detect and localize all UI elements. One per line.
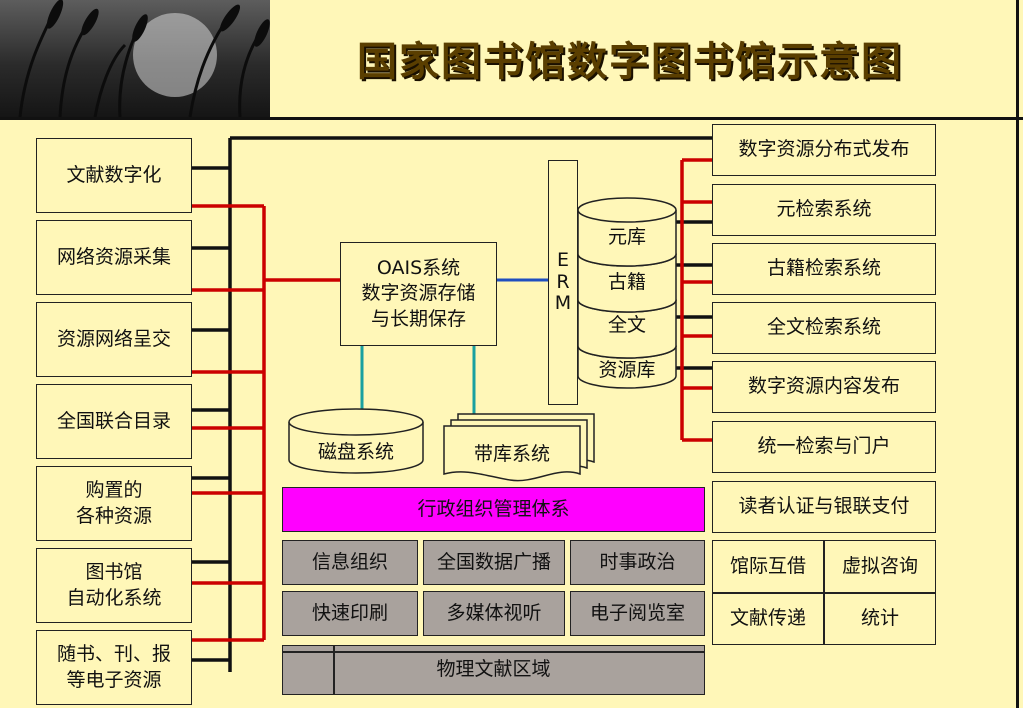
wheat-photo [0,0,270,117]
service-e-reading-room: 电子阅览室 [570,591,705,636]
source-box-digitization: 文献数字化 [36,138,192,213]
physical-area-box: 物理文献区域 [282,645,705,695]
service-multimedia: 多媒体视听 [423,591,565,636]
tape-system-label: 带库系统 [473,443,550,465]
service-reader-auth-payment: 读者认证与银联支付 [712,481,936,533]
service-info-organization: 信息组织 [282,540,418,585]
admin-management-bar: 行政组织管理体系 [282,487,705,532]
source-box-web-harvest: 网络资源采集 [36,220,192,295]
database-cylinder [577,197,677,389]
source-box-electronic-resources: 随书、刊、报 等电子资源 [36,630,192,705]
oais-system-box: OAIS系统 数字资源存储 与长期保存 [340,242,497,346]
physical-area-divider [333,645,335,695]
physical-area-top-rule [282,651,705,653]
source-box-union-catalog: 全国联合目录 [36,384,192,459]
disk-cylinder-shape [288,408,424,474]
disk-system-label: 磁盘系统 [317,441,394,463]
service-statistics: 统计 [824,593,936,645]
service-distributed-publish: 数字资源分布式发布 [712,124,936,176]
page-title: 国家图书馆数字图书馆示意图 [357,39,903,85]
header-divider [0,117,1023,120]
service-current-affairs: 时事政治 [570,540,705,585]
service-interlibrary-loan: 馆际互借 [712,540,824,593]
db-layer-ancient: 古籍 [607,271,646,293]
db-layer-resources: 资源库 [598,359,656,381]
erm-bar: E R M [548,160,578,405]
service-data-broadcast: 全国数据广播 [423,540,565,585]
tape-document-stack [443,413,595,482]
service-document-delivery: 文献传递 [712,593,824,645]
db-layer-meta: 元库 [607,226,646,248]
service-meta-search: 元检索系统 [712,184,936,236]
service-virtual-reference: 虚拟咨询 [824,540,936,593]
service-ancient-search: 古籍检索系统 [712,243,936,295]
service-fast-printing: 快速印刷 [282,591,418,636]
service-unified-portal: 统一检索与门户 [712,421,936,473]
source-box-network-deposit: 资源网络呈交 [36,302,192,377]
source-box-library-automation: 图书馆 自动化系统 [36,548,192,623]
service-content-publish: 数字资源内容发布 [712,361,936,413]
service-fulltext-search: 全文检索系统 [712,302,936,354]
db-layer-fulltext: 全文 [607,314,646,336]
source-box-purchased: 购置的 各种资源 [36,466,192,541]
right-edge-line [1016,0,1019,708]
